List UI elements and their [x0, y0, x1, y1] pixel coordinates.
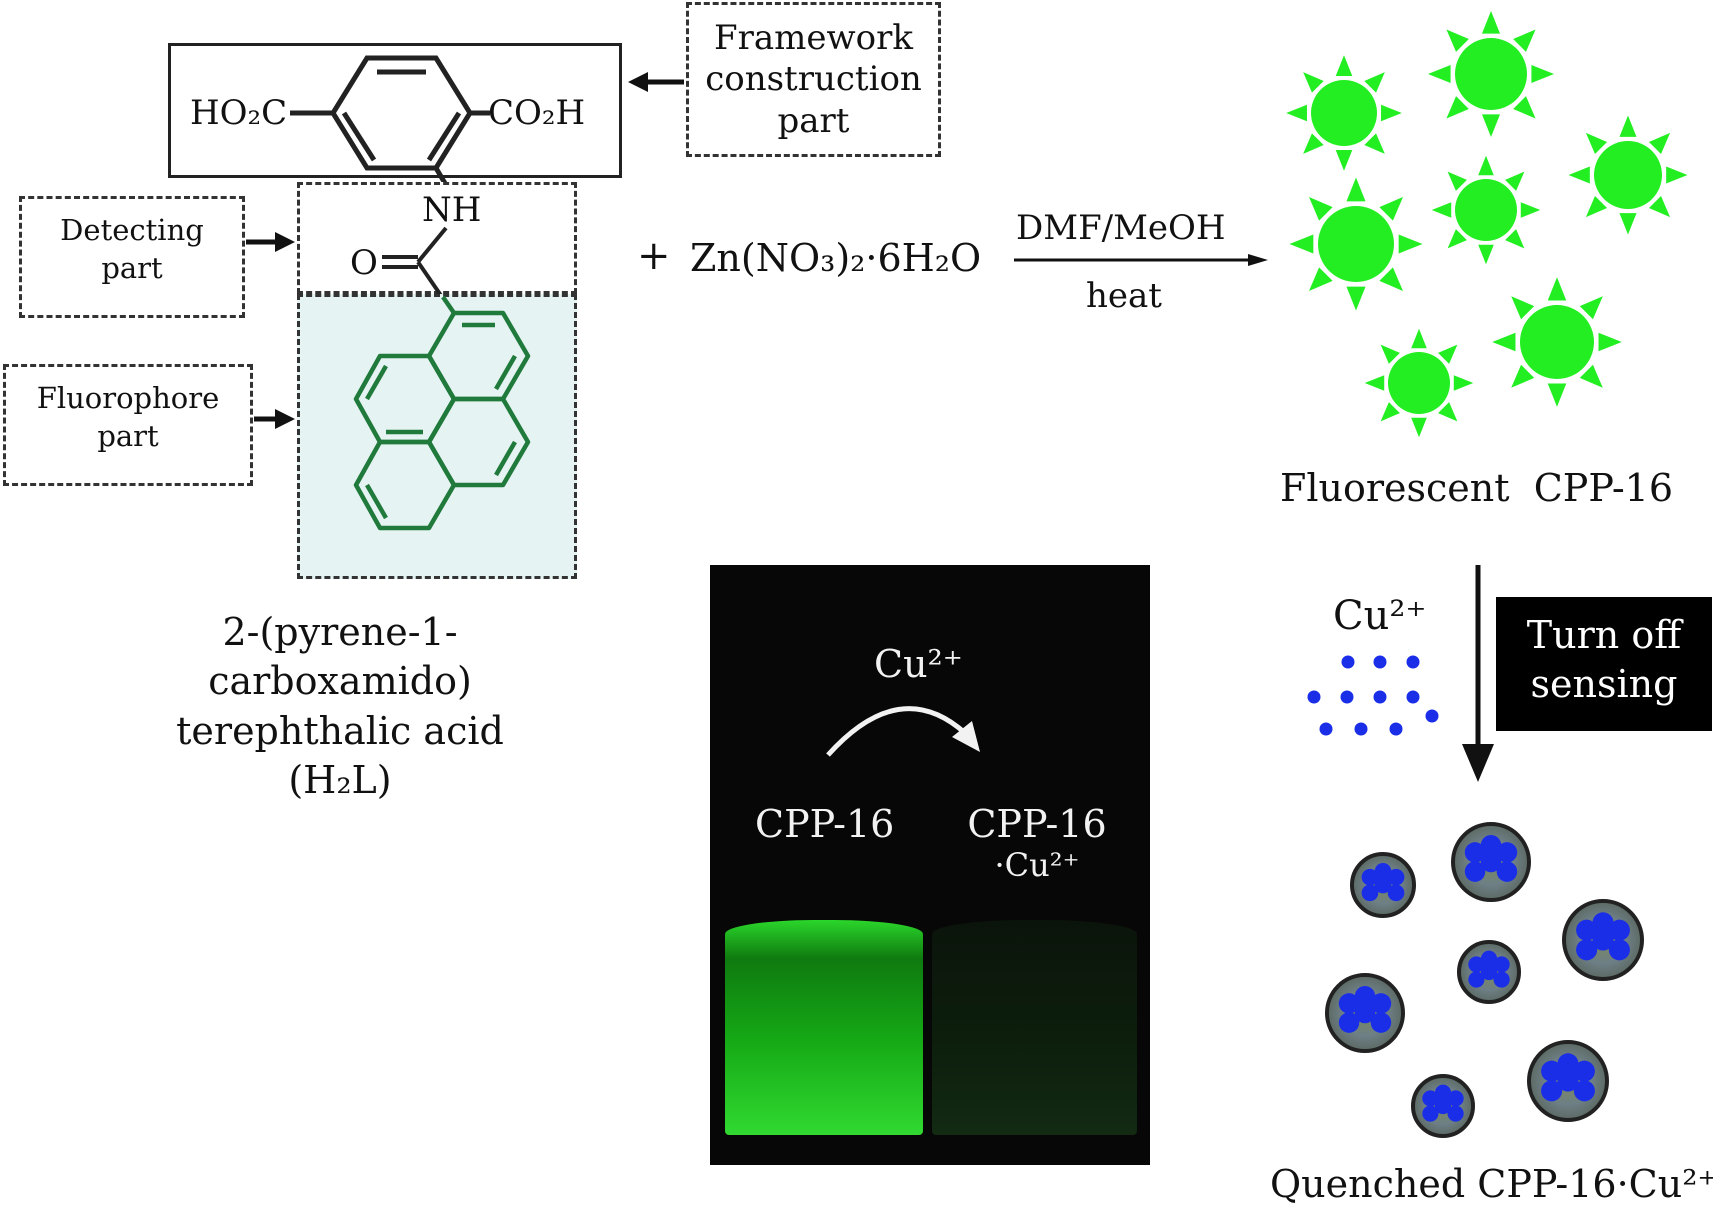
vial-fluorescent — [725, 920, 923, 1135]
fluorescent-cpp16-label: Fluorescent CPP-16 — [1280, 466, 1674, 510]
cu-ion-dot — [1307, 690, 1321, 704]
framework-part-box — [686, 2, 941, 157]
fluorophore-part-box — [3, 364, 253, 486]
detecting-part-box — [19, 196, 245, 318]
condition-label: heat — [1086, 276, 1162, 316]
zinc-reagent-label: Zn(NO₃)₂·6H₂O — [690, 236, 982, 280]
co2h-group-label: CO₂H — [488, 93, 586, 133]
quenched-particle — [1457, 940, 1521, 1004]
fluorescent-particle — [1364, 328, 1474, 438]
turn-off-line1: Turn off — [1526, 613, 1682, 657]
cu-ion-dot — [1425, 709, 1439, 723]
cu-ion-dot — [1373, 655, 1387, 669]
detecting-line2: part — [101, 250, 163, 285]
carbonyl-o-label: O — [350, 243, 378, 283]
cu-ion-dot — [1340, 690, 1354, 704]
quenched-particle — [1350, 852, 1416, 918]
cu-ion-dot — [1373, 690, 1387, 704]
cu-ion-dot — [1406, 690, 1420, 704]
fluorescent-particle — [1492, 277, 1622, 407]
fluorescent-particle — [1286, 55, 1402, 171]
photo-vial-right-line1: CPP-16 — [967, 802, 1107, 846]
quenched-particle — [1411, 1074, 1475, 1138]
cu-ion-dot — [1354, 722, 1368, 736]
cu-ion-dot — [1406, 655, 1420, 669]
cu-ion-label: Cu²⁺ — [1333, 593, 1427, 639]
quenched-particle — [1325, 973, 1405, 1053]
cu-ion-dot — [1341, 655, 1355, 669]
solvent-label: DMF/MeOH — [1016, 208, 1226, 248]
quenched-cpp16-label: Quenched CPP-16·Cu²⁺ — [1270, 1162, 1713, 1206]
nh-label: NH — [422, 190, 482, 230]
ligand-caption-line2: terephthalic acid (H₂L) — [176, 708, 504, 803]
framework-line1: Framework — [714, 18, 913, 58]
photo-vial-right-line2: ·Cu²⁺ — [994, 845, 1080, 884]
turn-off-sensing-box: Turn off sensing — [1496, 597, 1712, 731]
fluorophore-part-label: Fluorophore part — [3, 380, 253, 455]
ho2c-group-label: HO₂C — [190, 93, 288, 133]
photo-curved-arrow — [826, 706, 980, 757]
cu-ion-dot — [1389, 722, 1403, 736]
plus-sign: + — [637, 233, 671, 279]
quenched-particle — [1451, 822, 1531, 902]
photo-vial-right-label: CPP-16 ·Cu²⁺ — [962, 802, 1112, 884]
fluorescent-particle — [1431, 155, 1541, 265]
quenched-particle — [1562, 899, 1644, 981]
vial-photo: Cu²⁺ CPP-16 CPP-16 ·Cu²⁺ — [710, 565, 1150, 1165]
framework-line2: construction — [705, 59, 922, 100]
framework-part-label: Framework construction part — [686, 18, 941, 142]
fluorophore-line2: part — [97, 418, 159, 453]
vial-quenched — [932, 920, 1137, 1135]
quenched-particle — [1527, 1040, 1609, 1122]
terephthalic-acid-box — [168, 43, 622, 178]
fluorophore-line1: Fluorophore — [36, 381, 220, 415]
ligand-caption: 2-(pyrene-1-carboxamido) terephthalic ac… — [140, 608, 540, 806]
photo-cu-label: Cu²⁺ — [874, 642, 963, 686]
photo-vial-left-label: CPP-16 — [755, 802, 895, 846]
fluorescent-particle — [1428, 11, 1554, 137]
turn-off-line2: sensing — [1530, 662, 1678, 707]
framework-line3: part — [777, 100, 850, 141]
detecting-line1: Detecting — [60, 213, 204, 247]
fluorescent-particle — [1289, 177, 1423, 311]
detecting-part-label: Detecting part — [19, 212, 245, 287]
fluorescent-particle — [1568, 115, 1688, 235]
cu-ion-dot — [1319, 722, 1333, 736]
ligand-caption-line1: 2-(pyrene-1-carboxamido) — [208, 610, 472, 704]
